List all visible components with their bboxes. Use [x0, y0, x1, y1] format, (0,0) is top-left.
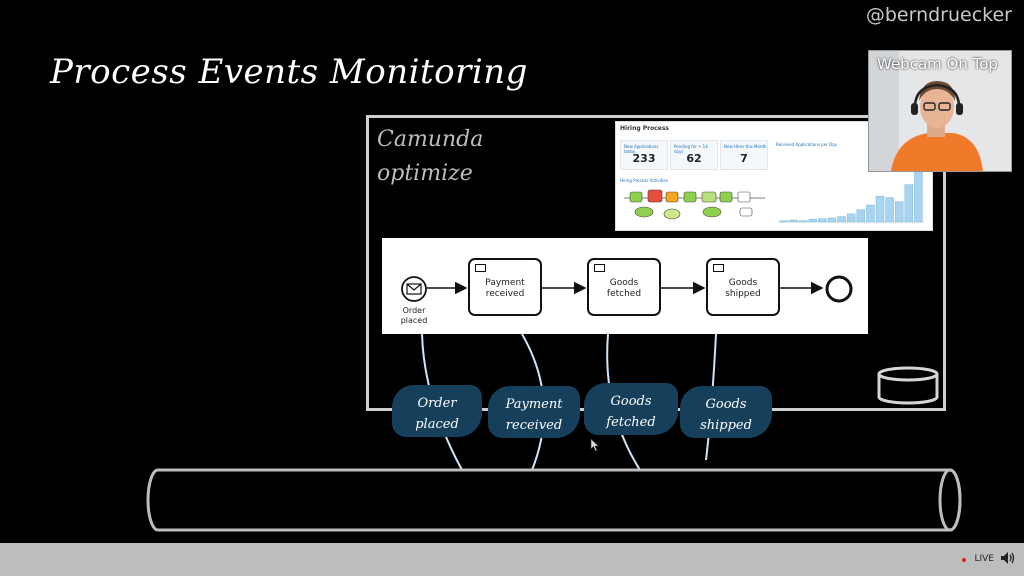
- event-order-placed: Order placed: [392, 385, 482, 437]
- mouse-cursor-icon: [590, 438, 600, 452]
- presenter-handle: @berndruecker: [865, 4, 1012, 26]
- chart-bar: [827, 217, 837, 223]
- metric-new-applications: New Applications today 233: [620, 140, 668, 170]
- player-control-bar: [0, 543, 1024, 576]
- task-label-line1: Goods: [609, 278, 639, 288]
- brand-line-1: Camunda: [377, 127, 484, 152]
- message-start-event-icon: [401, 276, 427, 302]
- chart-bar: [779, 220, 789, 223]
- task-label-line2: fetched: [606, 289, 642, 299]
- end-event-icon: [825, 275, 853, 303]
- metric-label: New Applications today: [624, 144, 659, 154]
- event-bus-pipe: [146, 468, 962, 532]
- message-icon: [713, 264, 724, 272]
- event-payment-received: Payment received: [488, 386, 580, 438]
- chart-bar: [875, 195, 885, 223]
- chart-bar: [808, 219, 818, 223]
- task-label-line2: received: [485, 289, 525, 299]
- metric-label: Pending for > 14 days: [674, 144, 708, 154]
- brand-line-2: optimize: [377, 161, 473, 186]
- webcam-label: Webcam On Top: [877, 55, 998, 73]
- webcam-overlay: Webcam On Top: [868, 50, 1012, 172]
- dashboard-title: Hiring Process: [620, 125, 669, 132]
- event-goods-fetched: Goods fetched: [584, 383, 678, 435]
- task-label-line1: Goods: [728, 278, 758, 288]
- metric-value: 62: [686, 152, 702, 165]
- chart-bar: [818, 218, 827, 223]
- database-icon: [877, 366, 939, 405]
- event-goods-shipped: Goods shipped: [680, 386, 772, 438]
- event-label-line2: shipped: [700, 418, 752, 433]
- event-label-line2: fetched: [606, 415, 656, 430]
- chart-bar: [846, 213, 856, 223]
- chart-bar: [885, 197, 894, 223]
- event-label-line2: placed: [415, 417, 459, 432]
- start-event-label-line1: Order: [402, 306, 426, 315]
- chart-bar: [798, 220, 808, 223]
- live-badge: LIVE: [974, 554, 994, 564]
- metric-value: 233: [632, 152, 656, 165]
- task-label-line1: Payment: [485, 278, 525, 288]
- live-indicator-dot-icon: [962, 558, 966, 562]
- event-label-line2: received: [505, 418, 563, 433]
- process-heatmap: [624, 189, 765, 220]
- event-label-line1: Order: [417, 396, 457, 411]
- task-label-line2: shipped: [725, 289, 761, 299]
- presenter-video: [869, 51, 1011, 171]
- volume-icon[interactable]: [999, 550, 1015, 566]
- chart-bar: [866, 204, 875, 223]
- event-label-line1: Goods: [610, 394, 652, 409]
- chart-label: Received Applications per Day: [776, 142, 837, 147]
- event-label-line1: Goods: [705, 397, 747, 412]
- heatmap-label: Hiring Process Activities: [620, 178, 668, 183]
- message-icon: [475, 264, 486, 272]
- event-label-line1: Payment: [505, 397, 563, 412]
- metric-value: 7: [740, 152, 748, 165]
- start-event-label-line2: placed: [400, 316, 428, 325]
- metric-new-hires: New Hires this Month 7: [720, 140, 768, 170]
- applications-bar-chart: [778, 163, 924, 223]
- chart-bar: [789, 219, 798, 223]
- metric-label: New Hires this Month: [724, 144, 767, 149]
- message-icon: [594, 264, 605, 272]
- chart-bar: [894, 201, 904, 223]
- bpmn-flow-arrows: [427, 281, 824, 295]
- chart-bar: [837, 216, 846, 223]
- chart-bar: [856, 209, 866, 223]
- chart-bar: [904, 184, 914, 223]
- start-event-label: Order placed: [390, 306, 438, 326]
- metric-pending: Pending for > 14 days 62: [670, 140, 718, 170]
- slide-title: Process Events Monitoring: [50, 52, 528, 92]
